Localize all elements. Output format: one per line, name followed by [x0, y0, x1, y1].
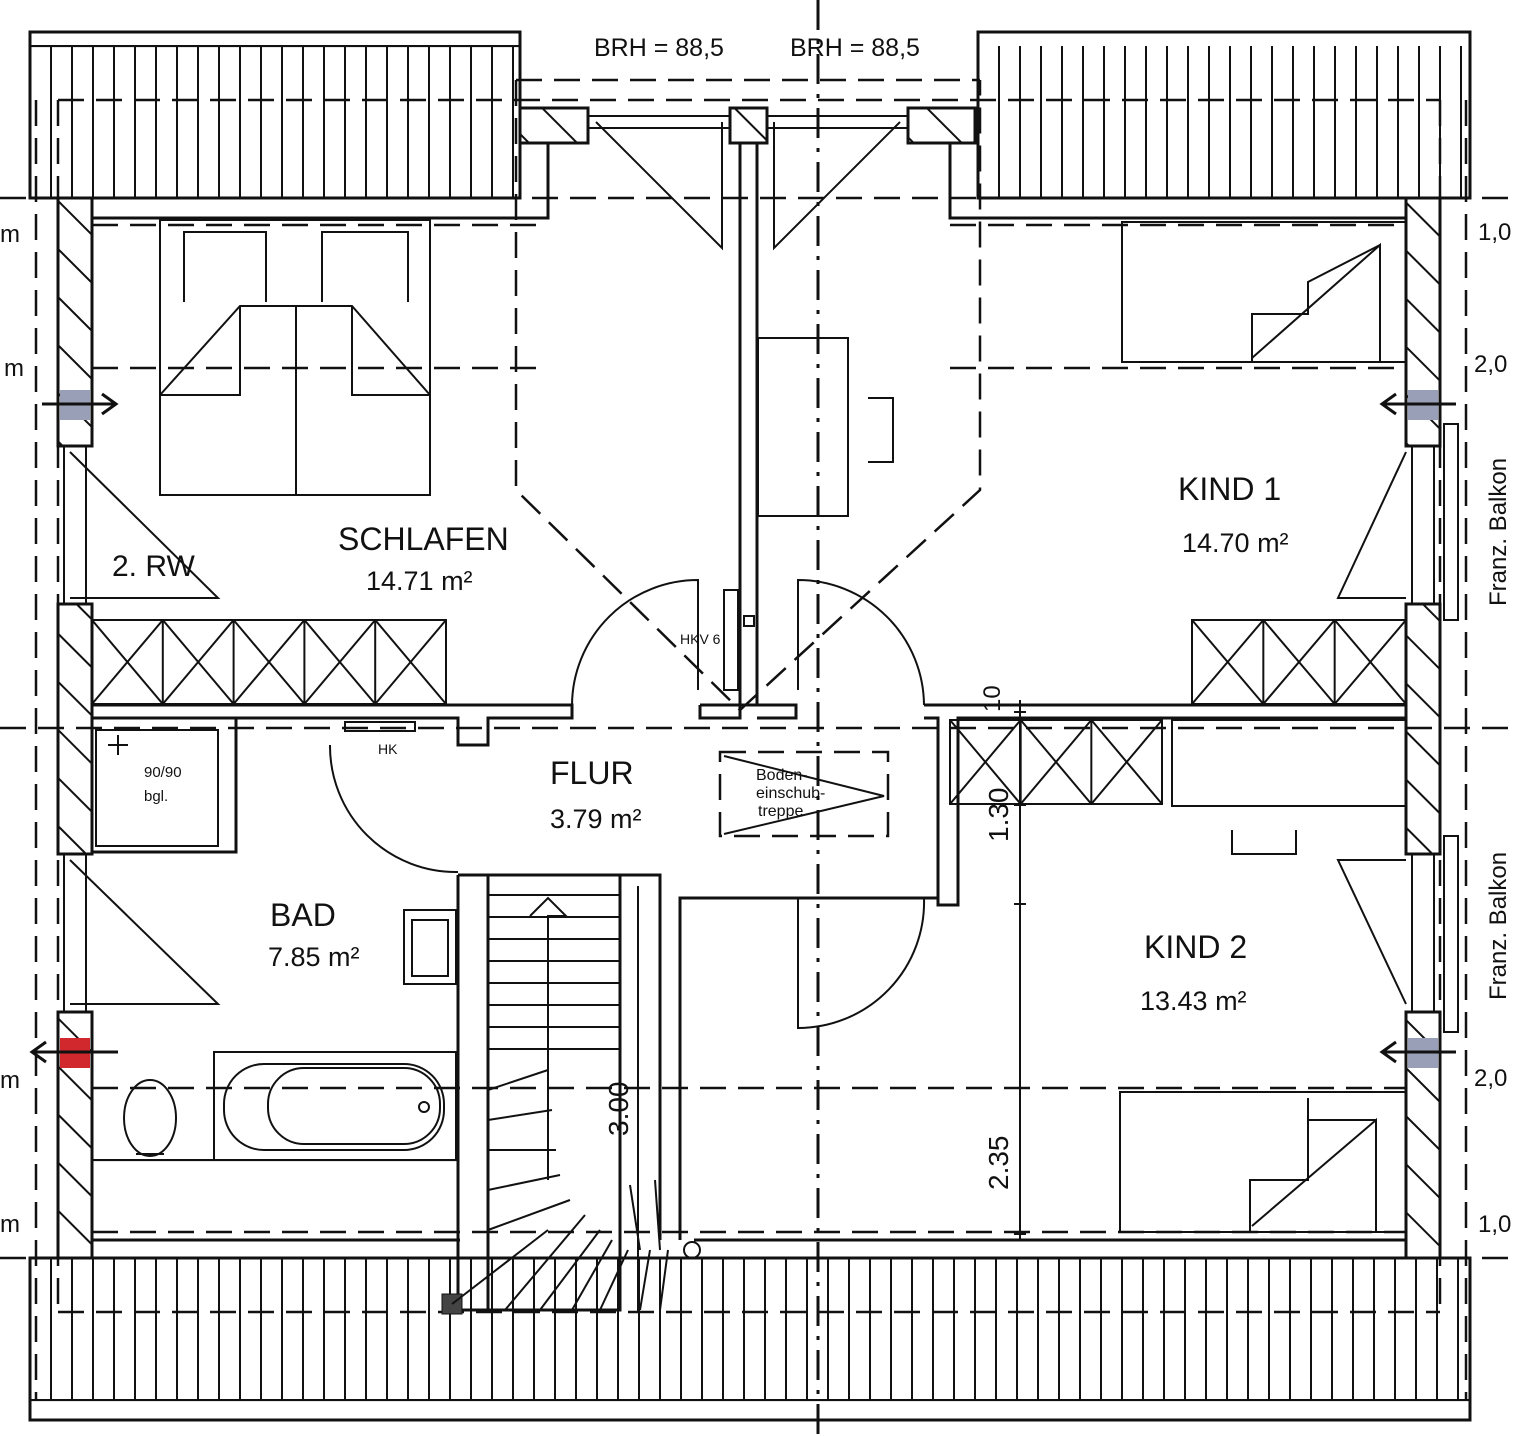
wardrobe-cross	[162, 619, 235, 705]
roof-top-right	[976, 30, 1472, 200]
wardrobe-cross	[91, 619, 164, 705]
vents	[29, 390, 1456, 1068]
margin-label: m	[4, 355, 24, 382]
stair-step	[504, 1214, 586, 1311]
bed-kind2	[1119, 1091, 1407, 1233]
dimension-130: 1.30	[983, 788, 1014, 843]
dimension-300: 3.00	[603, 1082, 634, 1137]
bathtub	[213, 1051, 457, 1161]
stair-step	[639, 1249, 651, 1311]
room-area-flur: 3.79 m²	[550, 804, 642, 834]
labels: BRH = 88,5 BRH = 88,5 m m m m 1,0 2,0 2,…	[0, 34, 1512, 1238]
balcony-label: Franz. Balkon	[1485, 458, 1512, 606]
room-area-bad: 7.85 m²	[268, 942, 360, 972]
roof-bottom	[28, 1256, 1472, 1422]
stair-step	[599, 1249, 629, 1311]
roof-areas	[28, 30, 1472, 1422]
arrow-left-icon	[1379, 1040, 1456, 1064]
roof-tiles	[50, 46, 1462, 1400]
wardrobe-cross	[1333, 619, 1407, 705]
rw-label: 2. RW	[112, 550, 195, 583]
room-area-kind1: 14.70 m²	[1182, 528, 1289, 558]
margin-label: 2,0	[1474, 1065, 1507, 1092]
toilet	[123, 1079, 177, 1157]
shower-size: 90/90	[144, 764, 182, 781]
wardrobe-cross	[303, 619, 376, 705]
attic-stair	[718, 750, 890, 838]
room-name-kind1: KIND 1	[1178, 471, 1281, 507]
dimension-235: 2.35	[983, 1136, 1014, 1191]
margin-label: m	[0, 221, 20, 248]
shower-note: bgl.	[144, 788, 168, 805]
stair-step	[487, 1069, 549, 1091]
hk-label: HK	[378, 741, 398, 757]
stair-step	[487, 1109, 553, 1121]
stair-step	[539, 1229, 601, 1311]
arrow-left-icon	[29, 1040, 118, 1064]
room-area-schlafen: 14.71 m²	[366, 566, 473, 596]
doors	[69, 121, 1407, 1030]
attic-stair-label: Boden-	[756, 767, 808, 784]
room-name-flur: FLUR	[550, 755, 634, 791]
margin-label: 1,0	[1478, 219, 1511, 246]
brh-right: BRH = 88,5	[790, 34, 920, 62]
stair-step	[487, 1174, 561, 1191]
room-name-kind2: KIND 2	[1144, 929, 1247, 965]
wardrobe-cross	[232, 619, 306, 705]
margin-label: 2,0	[1474, 351, 1507, 378]
shower	[95, 729, 219, 847]
stair-step	[659, 1249, 669, 1311]
margin-label: 1,0	[1478, 1211, 1511, 1238]
dimension-10: 10	[979, 685, 1006, 712]
room-name-schlafen: SCHLAFEN	[338, 521, 509, 557]
wardrobe-cross	[1090, 719, 1163, 805]
room-area-kind2: 13.43 m²	[1140, 986, 1247, 1016]
wardrobe-cross	[949, 719, 1022, 805]
dimension-lines	[1014, 700, 1026, 1240]
wardrobe-cross	[1262, 619, 1336, 705]
double-bed	[159, 219, 431, 496]
stair-step	[654, 1179, 661, 1251]
room-name-bad: BAD	[270, 897, 336, 933]
margin-label: m	[0, 1211, 20, 1238]
attic-stair-label: treppe	[758, 803, 803, 820]
wardrobe-cross	[1191, 619, 1265, 705]
stair-step	[629, 1184, 641, 1251]
bed-kind1	[1121, 221, 1407, 363]
brh-left: BRH = 88,5	[594, 34, 724, 62]
wardrobe-cross	[374, 619, 447, 705]
stair-step	[571, 1239, 613, 1311]
roof-top-left	[28, 30, 522, 200]
furniture	[91, 219, 1407, 1233]
staircase	[441, 873, 701, 1315]
walls	[56, 106, 1459, 1312]
margin-label: m	[0, 1067, 20, 1094]
arrow-right-icon	[42, 392, 119, 416]
hkv-label: HKV 6	[680, 631, 721, 647]
balcony-label: Franz. Balkon	[1485, 852, 1512, 1000]
stair-step	[487, 1199, 571, 1231]
wardrobe-cross	[1019, 719, 1093, 805]
arrow-left-icon	[1379, 392, 1456, 416]
attic-stair-label: einschub-	[756, 785, 825, 802]
